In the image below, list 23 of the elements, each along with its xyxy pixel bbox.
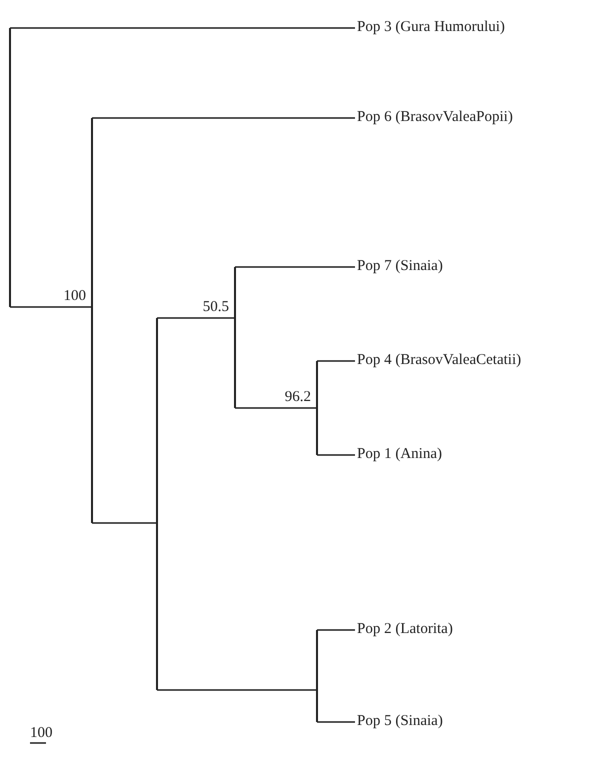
branch-line (317, 721, 355, 723)
branch-line (317, 629, 355, 631)
branch-line (157, 689, 317, 691)
branch-line (235, 266, 355, 268)
bootstrap-value: 100 (64, 287, 86, 305)
taxon-label: Pop 1 (Anina) (357, 445, 442, 463)
taxon-label: Pop 3 (Gura Humorului) (357, 18, 505, 36)
branch-line (10, 27, 355, 29)
taxon-label: Pop 4 (BrasovValeaCetatii) (357, 351, 522, 369)
taxon-label: Pop 5 (Sinaia) (357, 712, 443, 730)
taxon-label: Pop 2 (Latorita) (357, 620, 453, 638)
taxon-label: Pop 7 (Sinaia) (357, 257, 443, 275)
branch-line (92, 117, 355, 119)
branch-line (92, 522, 157, 524)
taxon-label: Pop 6 (BrasovValeaPopii) (357, 108, 513, 126)
branch-line (235, 407, 317, 409)
branch-line (10, 306, 92, 308)
bootstrap-value: 96.2 (284, 388, 311, 406)
branch-line (157, 317, 235, 319)
bootstrap-value: 50.5 (202, 298, 229, 316)
branch-line (317, 360, 355, 362)
branch-line (317, 454, 355, 456)
scale-label: 100 (30, 724, 52, 742)
